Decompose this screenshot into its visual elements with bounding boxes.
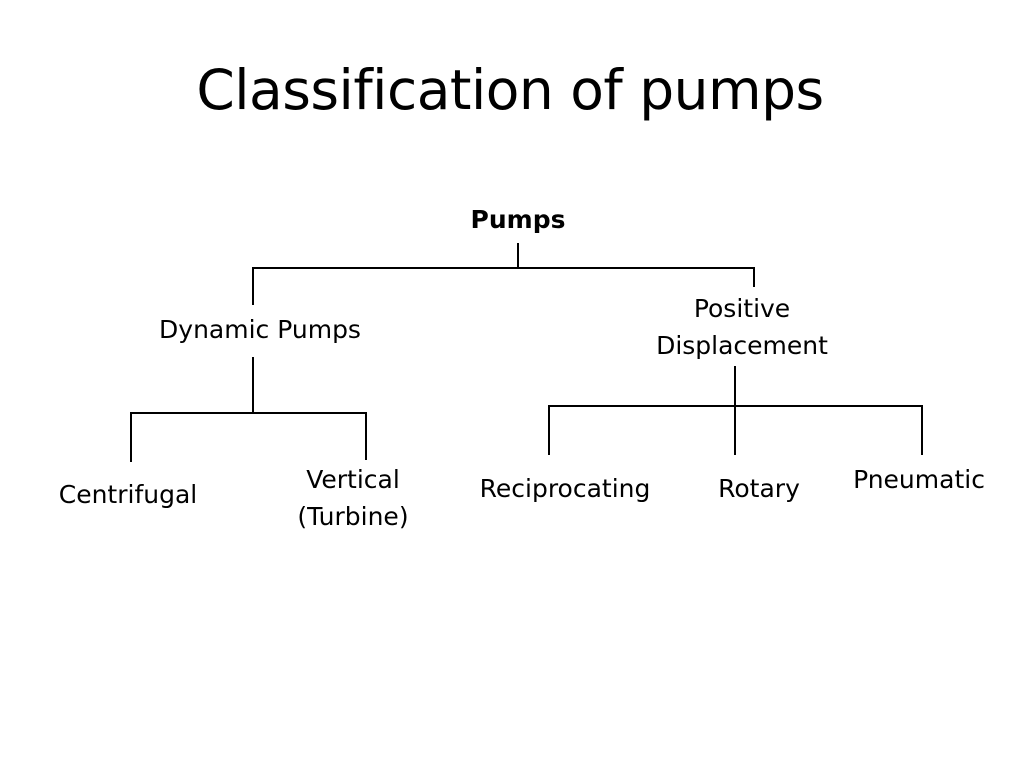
- connector-dynamic-bus: [130, 412, 367, 414]
- connector-to-positive-displacement: [753, 267, 755, 287]
- node-rotary: Rotary: [718, 470, 800, 507]
- page-title: Classification of pumps: [196, 58, 824, 122]
- node-reciprocating-label: Reciprocating: [479, 474, 651, 503]
- node-pumps: Pumps: [471, 201, 566, 238]
- node-pumps-label: Pumps: [470, 205, 566, 234]
- node-pneumatic: Pneumatic: [853, 461, 985, 498]
- connector-root-stem: [517, 243, 519, 269]
- node-positive-displacement-label-line2: Displacement: [656, 331, 828, 360]
- node-pneumatic-label: Pneumatic: [853, 465, 985, 494]
- node-centrifugal-label: Centrifugal: [58, 480, 198, 509]
- node-centrifugal: Centrifugal: [59, 476, 198, 513]
- node-vertical-turbine-label-line1: Vertical: [306, 465, 400, 494]
- node-reciprocating: Reciprocating: [480, 470, 651, 507]
- node-vertical-turbine: Vertical (Turbine): [297, 461, 408, 535]
- connector-to-pneumatic: [921, 405, 923, 455]
- node-dynamic-pumps: Dynamic Pumps: [159, 311, 361, 348]
- connector-to-centrifugal: [130, 412, 132, 462]
- node-positive-displacement: Positive Displacement: [656, 290, 828, 364]
- node-vertical-turbine-label-line2: (Turbine): [297, 502, 409, 531]
- node-dynamic-pumps-label: Dynamic Pumps: [159, 315, 361, 344]
- connector-to-reciprocating: [548, 405, 550, 455]
- node-rotary-label: Rotary: [718, 474, 800, 503]
- connector-to-rotary: [734, 405, 736, 455]
- connector-dynamic-pumps-stem: [252, 357, 254, 413]
- connector-to-dynamic-pumps: [252, 267, 254, 305]
- connector-to-vertical-turbine: [365, 412, 367, 460]
- connector-level2-bus: [252, 267, 755, 269]
- node-positive-displacement-label-line1: Positive: [693, 294, 791, 323]
- connector-positive-displacement-stem: [734, 366, 736, 407]
